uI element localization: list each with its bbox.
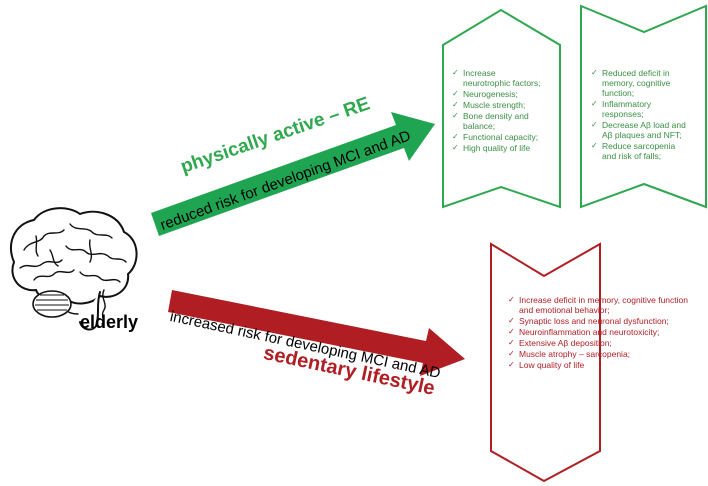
list-item: Functional capacity;	[452, 132, 544, 142]
list-item: Decrease Aβ load and Aβ plaques and NFT;	[591, 120, 691, 140]
list-item: High quality of life	[452, 143, 544, 153]
active-arrow	[151, 112, 435, 236]
list-item: Neuroinflammation and neurotoxicity;	[508, 327, 698, 337]
list-item: Muscle strength;	[452, 100, 544, 110]
list-item: Muscle atrophy – sarcopenia;	[508, 349, 698, 359]
cerebellum-icon	[32, 290, 72, 318]
list-item: Increase neurotrophic factors;	[452, 68, 544, 88]
list-item: Neurogenesis;	[452, 89, 544, 99]
list-item: Low quality of life	[508, 360, 698, 370]
sedentary-box-list: Increase deficit in memory, cognitive fu…	[508, 295, 698, 371]
list-item: Reduced deficit in memory, cognitive fun…	[591, 68, 691, 98]
list-item: Bone density and balance;	[452, 111, 544, 131]
list-item: Reduce sarcopenia and risk of falls;	[591, 141, 691, 161]
active-box-left-list: Increase neurotrophic factors; Neurogene…	[452, 68, 544, 154]
active-box-right-list: Reduced deficit in memory, cognitive fun…	[591, 68, 691, 162]
elderly-label: elderly	[80, 312, 139, 332]
list-item: Increase deficit in memory, cognitive fu…	[508, 295, 698, 315]
sedentary-arrow	[168, 290, 465, 376]
list-item: Extensive Aβ deposition;	[508, 338, 698, 348]
list-item: Inflammatory responses;	[591, 99, 691, 119]
list-item: Synaptic loss and neuronal dysfunction;	[508, 316, 698, 326]
